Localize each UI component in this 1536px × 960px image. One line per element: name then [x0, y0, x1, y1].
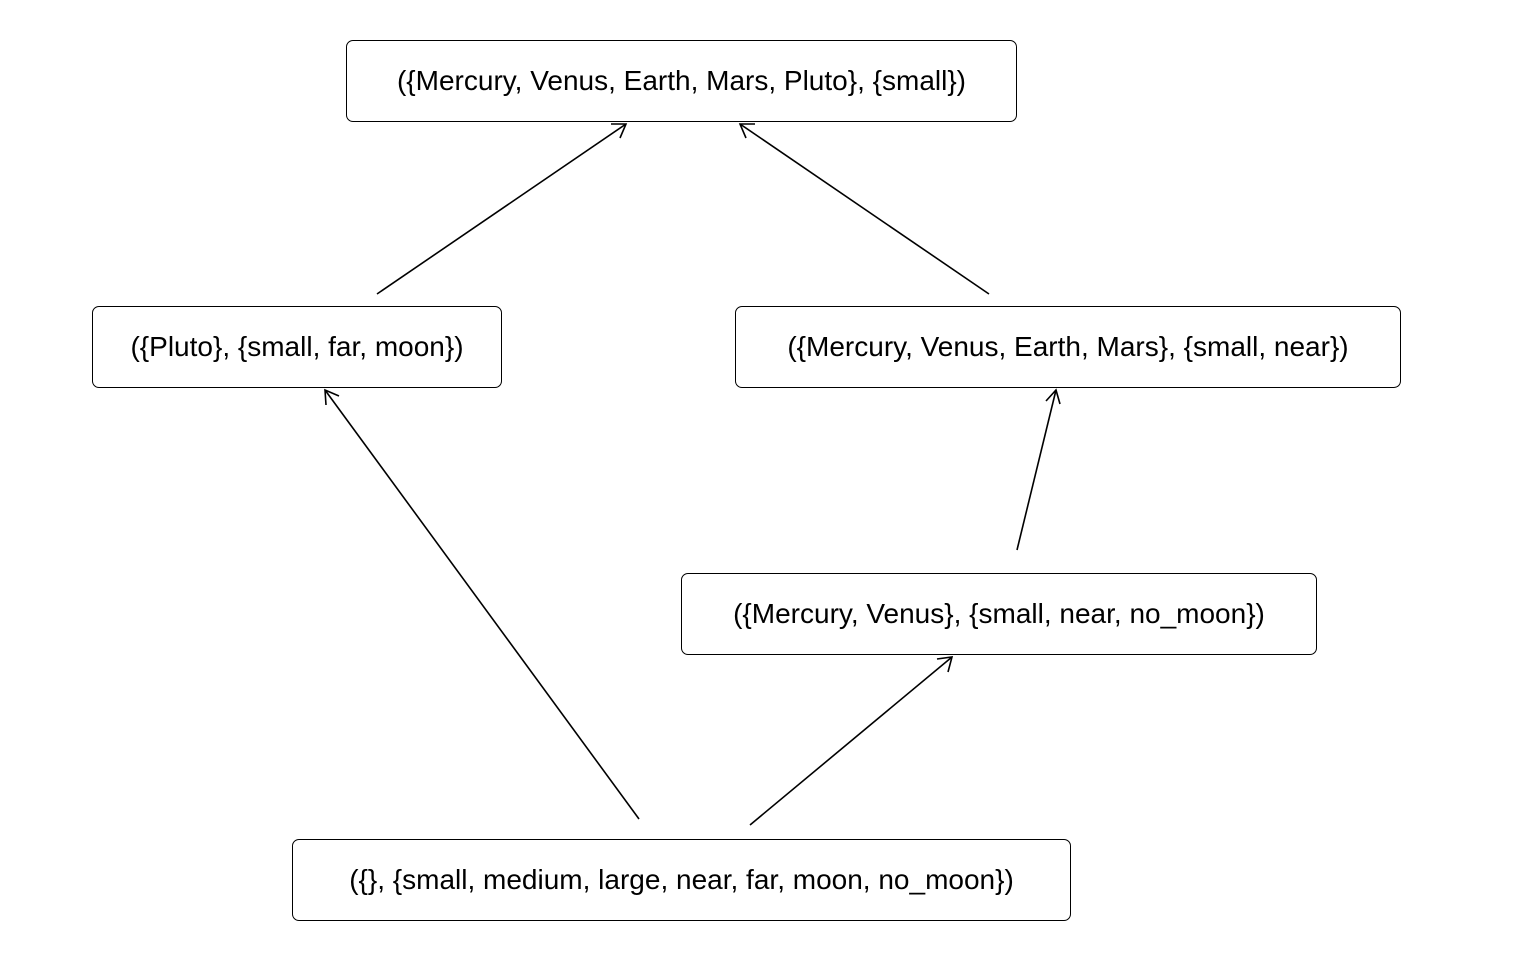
- lattice-node-bottom: ({}, {small, medium, large, near, far, m…: [292, 839, 1071, 921]
- lattice-node-right-label: ({Mercury, Venus, Earth, Mars}, {small, …: [787, 331, 1349, 362]
- edge-bottom-to-mid: [749, 656, 954, 826]
- lattice-node-left-label: ({Pluto}, {small, far, moon}): [130, 331, 464, 362]
- lattice-node-mid: ({Mercury, Venus}, {small, near, no_moon…: [681, 573, 1317, 655]
- lattice-node-bottom-label: ({}, {small, medium, large, near, far, m…: [349, 864, 1014, 895]
- lattice-node-top: ({Mercury, Venus, Earth, Mars, Pluto}, {…: [346, 40, 1017, 122]
- edge-right-to-top: [738, 123, 990, 295]
- lattice-node-left: ({Pluto}, {small, far, moon}): [92, 306, 502, 388]
- edge-bottom-to-left: [324, 388, 640, 820]
- lattice-node-mid-label: ({Mercury, Venus}, {small, near, no_moon…: [733, 598, 1265, 629]
- edge-left-to-top: [376, 123, 628, 295]
- lattice-node-right: ({Mercury, Venus, Earth, Mars}, {small, …: [735, 306, 1401, 388]
- lattice-node-top-label: ({Mercury, Venus, Earth, Mars, Pluto}, {…: [396, 65, 967, 96]
- edge-mid-to-right: [1016, 388, 1061, 551]
